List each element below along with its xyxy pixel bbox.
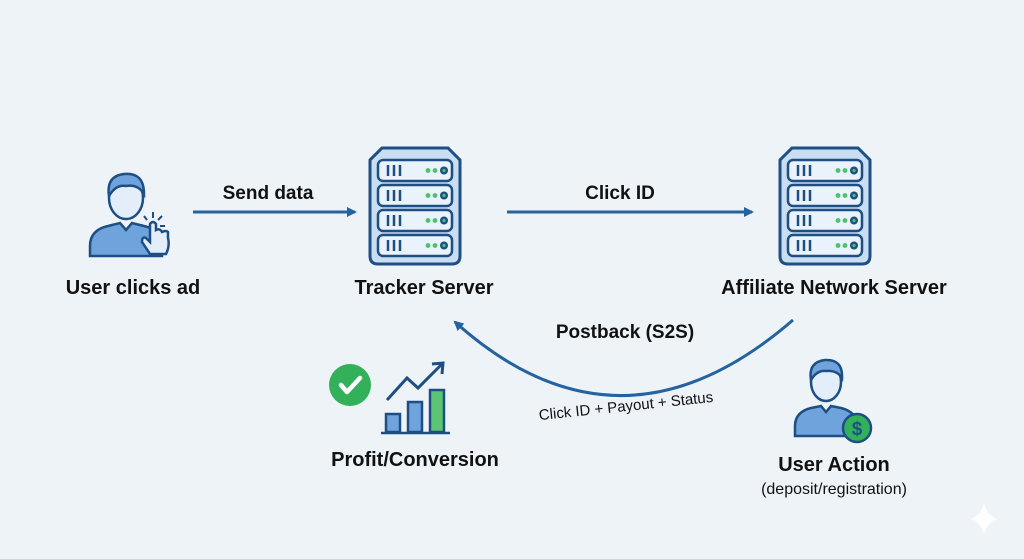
user-clicks-ad-label: User clicks ad	[65, 277, 201, 299]
tracker-server-icon	[368, 146, 462, 266]
profit-conversion-label: Profit/Conversion	[331, 449, 499, 471]
growth-chart-icon	[381, 361, 450, 435]
postback-label: Postback (S2S)	[555, 322, 695, 343]
user-click-icon	[88, 172, 170, 258]
server-rack	[786, 183, 864, 208]
click-id-label: Click ID	[585, 183, 655, 204]
server-rack	[376, 233, 454, 258]
server-rack	[376, 208, 454, 233]
server-rack	[786, 233, 864, 258]
send-data-label: Send data	[222, 183, 314, 204]
user-dollar-icon: $	[793, 358, 873, 444]
user-action-label: User Action	[778, 454, 890, 476]
user-action-sublabel: (deposit/registration)	[761, 481, 907, 498]
arrow-postback	[453, 318, 794, 397]
server-rack	[786, 208, 864, 233]
tracker-server-label: Tracker Server	[354, 277, 494, 299]
affiliate-server-icon	[778, 146, 872, 266]
server-rack	[376, 183, 454, 208]
svg-text:$: $	[852, 419, 863, 440]
sparkle-icon	[970, 503, 998, 535]
affiliate-network-server-label: Affiliate Network Server	[721, 277, 947, 299]
check-circle-icon	[329, 364, 371, 406]
